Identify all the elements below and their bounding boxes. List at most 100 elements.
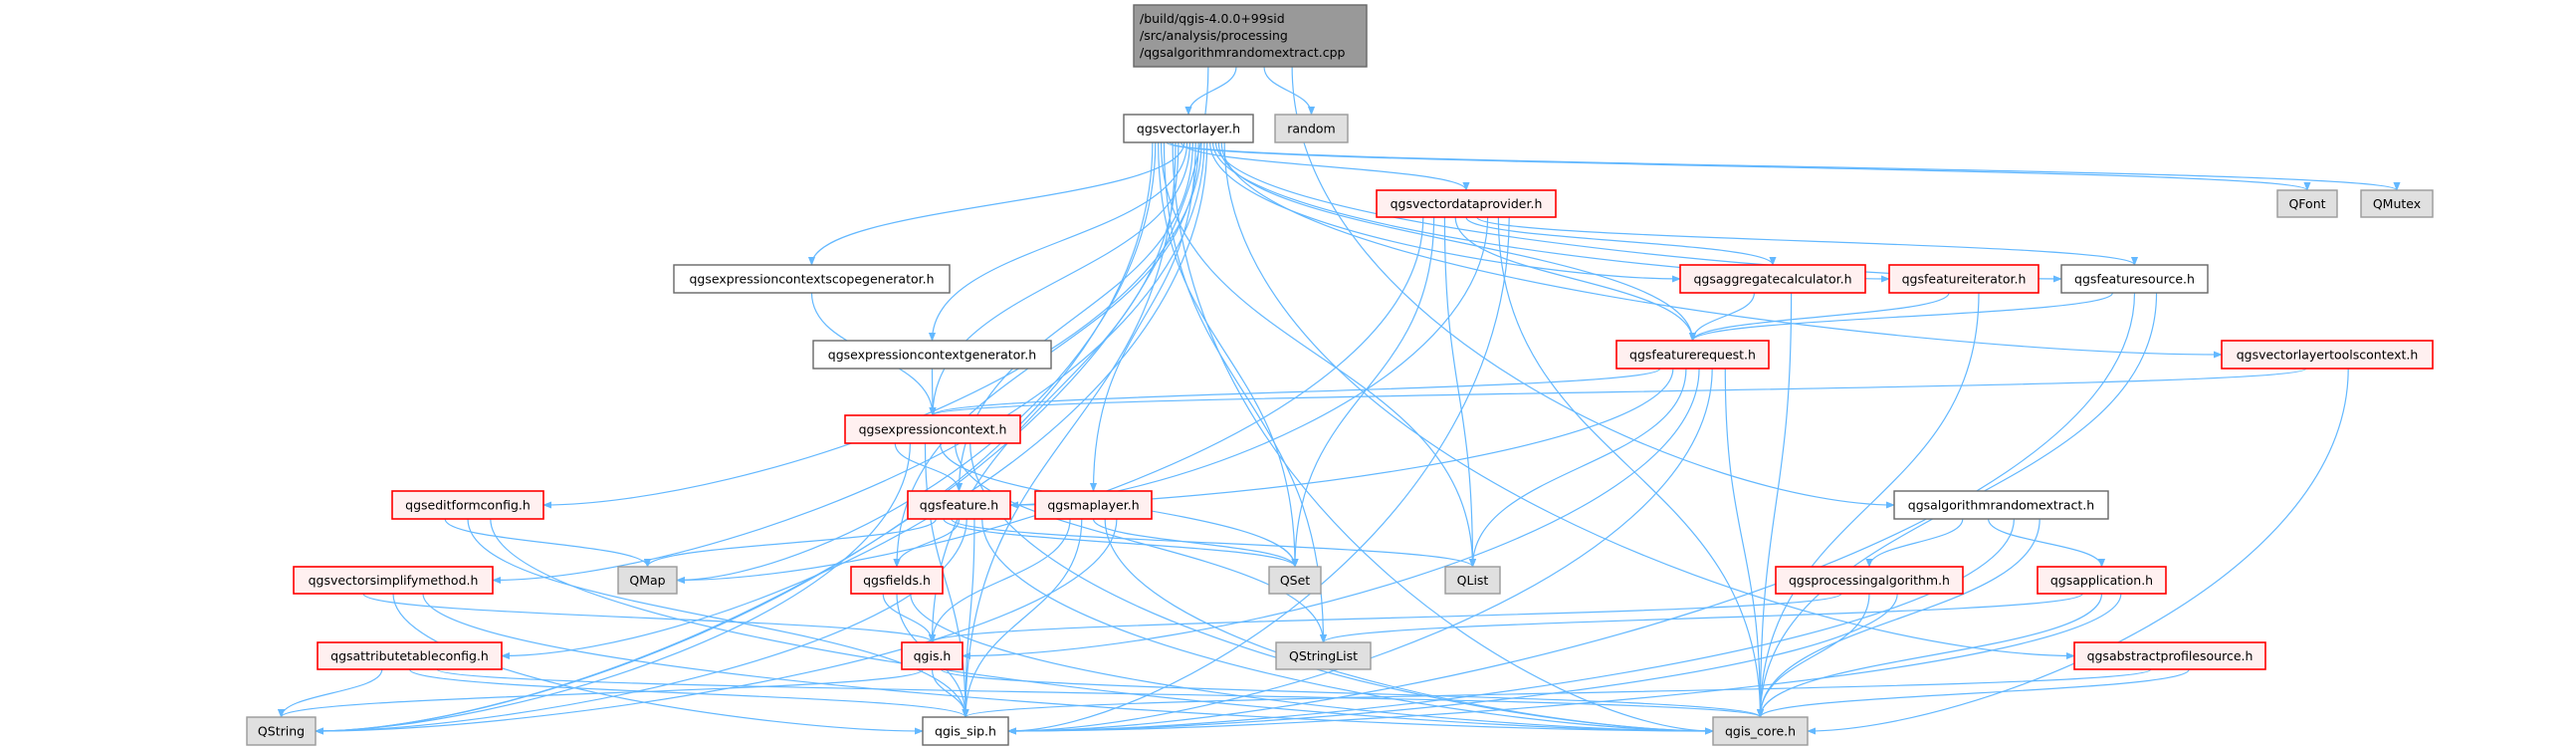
node-application[interactable]: qgsapplication.h <box>2037 566 2167 595</box>
node-featurerequest[interactable]: qgsfeaturerequest.h <box>1615 340 1770 370</box>
node-box <box>293 566 494 595</box>
node-box <box>1376 189 1557 218</box>
node-qgis_sip[interactable]: qgis_sip.h <box>922 716 1009 746</box>
edge-vectorlayer-to-QSet <box>1158 141 1299 568</box>
edge-editformconfig-to-qgis_core <box>490 518 1714 735</box>
node-featureiterator[interactable]: qgsfeatureiterator.h <box>1888 264 2039 294</box>
node-box <box>2221 340 2434 370</box>
node-QMutex: QMutex <box>2360 189 2434 218</box>
edge-vectordataprovider-to-qgis_sip <box>1007 216 1510 735</box>
edge-algorithmrandomextract-to-qgis_core <box>1756 518 2040 718</box>
edge-featurerequest-to-QList <box>1468 368 1687 568</box>
node-box <box>2060 264 2209 294</box>
node-vectorlayertoolscontext[interactable]: qgsvectorlayertoolscontext.h <box>2221 340 2434 370</box>
node-label: QStringList <box>1289 648 1358 663</box>
node-QMap: QMap <box>617 566 678 595</box>
edge-vectordataprovider-to-QList <box>1443 216 1477 568</box>
edge-vectorlayer-to-contextgenerator <box>928 141 1188 342</box>
node-label: qgsattributetableconfig.h <box>330 648 489 663</box>
node-expressioncontext[interactable]: qgsexpressioncontext.h <box>844 414 1021 444</box>
node-processingalgorithm[interactable]: qgsprocessingalgorithm.h <box>1775 566 1964 595</box>
node-scopegenerator[interactable]: qgsexpressioncontextscopegenerator.h <box>673 264 951 294</box>
edge-vectorlayer-to-QMutex <box>1169 141 2401 191</box>
node-box <box>922 716 1009 746</box>
edge-vectorlayer-to-QString <box>315 141 1154 735</box>
node-root[interactable]: /build/qgis-4.0.0+99sid/src/analysis/pro… <box>1133 4 1368 68</box>
node-box <box>246 716 317 746</box>
edge-aggregatecalculator-to-qgis_core <box>1756 292 1793 718</box>
node-algorithmrandomextract[interactable]: qgsalgorithmrandomextract.h <box>1893 490 2109 520</box>
edge-application-to-QStringList <box>1320 593 2083 643</box>
edge-attributetableconfig-to-QString <box>277 668 383 718</box>
edge-application-to-qgis_sip <box>1007 593 2122 735</box>
node-box <box>1615 340 1770 370</box>
node-box <box>1133 4 1368 68</box>
node-label: qgis.h <box>914 648 952 663</box>
edge-algorithmrandomextract-to-processingalgorithm <box>1865 518 1964 568</box>
edge-vectordataprovider-to-aggregatecalculator <box>1465 216 1777 266</box>
edge-processingalgorithm-to-qgis_core <box>1756 593 1870 718</box>
edge-vectorlayer-to-QMap <box>676 141 1157 585</box>
node-box <box>2276 189 2338 218</box>
node-label-line: /build/qgis-4.0.0+99sid <box>1140 11 1285 26</box>
edge-featuresource-to-featurerequest <box>1689 292 2114 342</box>
edge-editformconfig-to-QMap <box>444 518 652 568</box>
edge-processingalgorithm-to-qgis <box>929 593 1842 643</box>
node-label: qgsexpressioncontextgenerator.h <box>828 348 1036 363</box>
node-vectorsimplifymethod[interactable]: qgsvectorsimplifymethod.h <box>293 566 494 595</box>
edge-maplayer-to-qgis_sip <box>962 518 1083 718</box>
node-box <box>1123 114 1254 143</box>
edge-vectorlayer-to-featurerequest <box>1217 141 1697 342</box>
edge-vectorlayer-to-qgis <box>928 141 1180 643</box>
edge-vectorlayer-to-aggregatecalculator <box>1209 141 1681 283</box>
edge-qgis-to-qgis_core <box>941 668 1764 718</box>
node-box <box>844 414 1021 444</box>
edge-featurerequest-to-expressioncontext <box>929 368 1661 416</box>
node-box <box>907 490 1011 520</box>
edge-feature-to-qgis_core <box>981 518 1714 735</box>
node-label: QFont <box>2288 196 2325 211</box>
edge-attributetableconfig-to-qgis_core <box>436 668 1764 718</box>
node-label: qgsfeaturerequest.h <box>1629 348 1756 363</box>
node-label: qgsapplication.h <box>2050 573 2153 588</box>
edge-vectorlayer-to-scopegenerator <box>807 141 1185 266</box>
node-box <box>2360 189 2434 218</box>
node-qgis[interactable]: qgis.h <box>901 641 964 670</box>
node-label: qgsmaplayer.h <box>1047 498 1139 513</box>
node-QFont: QFont <box>2276 189 2338 218</box>
edge-vectorlayer-to-maplayer <box>1089 141 1196 492</box>
edge-vectordataprovider-to-featurerequest <box>1454 216 1697 342</box>
node-aggregatecalculator[interactable]: qgsaggregatecalculator.h <box>1679 264 1866 294</box>
node-label: QSet <box>1280 573 1310 588</box>
node-label: qgis_sip.h <box>935 724 996 739</box>
edge-algorithmrandomextract-to-qgis_sip <box>1007 518 2015 735</box>
edge-vectordataprovider-to-QSet <box>1291 216 1435 568</box>
node-maplayer[interactable]: qgsmaplayer.h <box>1034 490 1153 520</box>
edge-vectorlayer-to-abstractprofilesource <box>1223 141 2075 660</box>
edge-featureiterator-to-featurerequest <box>1688 292 1950 342</box>
edge-maplayer-to-qgis_core <box>1104 518 1714 735</box>
node-contextgenerator[interactable]: qgsexpressioncontextgenerator.h <box>812 340 1052 370</box>
node-box <box>1444 566 1501 595</box>
node-label: qgsprocessingalgorithm.h <box>1789 573 1950 588</box>
node-box <box>901 641 964 670</box>
node-editformconfig[interactable]: qgseditformconfig.h <box>391 490 544 520</box>
edge-editformconfig-to-qgis_sip <box>467 518 969 718</box>
node-feature[interactable]: qgsfeature.h <box>907 490 1011 520</box>
node-abstractprofilesource[interactable]: qgsabstractprofilesource.h <box>2073 641 2266 670</box>
node-box <box>1679 264 1866 294</box>
node-box <box>1775 566 1964 595</box>
edge-feature-to-QList <box>951 518 1476 568</box>
edge-featurerequest-to-qgis_sip <box>1007 368 1713 735</box>
edges-layer <box>277 66 2401 735</box>
node-attributetableconfig[interactable]: qgsattributetableconfig.h <box>317 641 503 670</box>
node-box <box>1888 264 2039 294</box>
node-vectordataprovider[interactable]: qgsvectordataprovider.h <box>1376 189 1557 218</box>
node-featuresource[interactable]: qgsfeaturesource.h <box>2060 264 2209 294</box>
edge-processingalgorithm-to-qgis_sip <box>1007 593 1898 735</box>
edge-fields-to-qgis <box>882 593 937 643</box>
edge-expressioncontext-to-feature <box>894 442 964 492</box>
node-vectorlayer[interactable]: qgsvectorlayer.h <box>1123 114 1254 143</box>
node-fields[interactable]: qgsfields.h <box>850 566 944 595</box>
